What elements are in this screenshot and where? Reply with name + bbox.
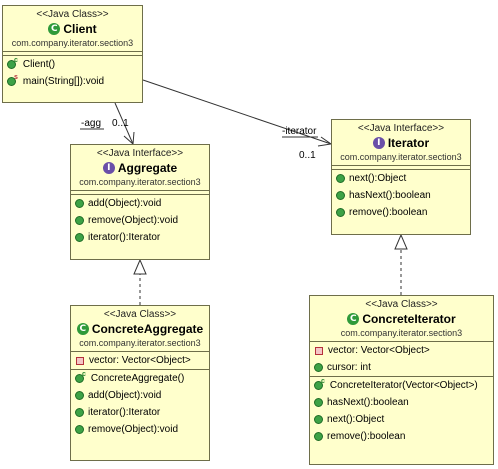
- public-method-icon: [75, 408, 84, 417]
- package-label: com.company.iterator.section3: [79, 338, 201, 348]
- method-item[interactable]: remove(Object):void: [71, 212, 209, 229]
- public-method-icon: [7, 77, 16, 86]
- constructor-marker-icon: c: [14, 57, 18, 64]
- private-field-icon: [315, 346, 323, 355]
- method-item[interactable]: c Client(): [3, 56, 142, 73]
- stereotype-label: <<Java Class>>: [36, 9, 109, 20]
- package-label: com.company.iterator.section3: [79, 177, 201, 187]
- compartment-divider: [3, 51, 142, 52]
- iterator-multiplicity-label: 0..1: [299, 150, 316, 161]
- public-method-icon: [314, 398, 323, 407]
- constructor-marker-icon: c: [321, 378, 325, 385]
- public-method-icon: [336, 208, 345, 217]
- method-item[interactable]: iterator():Iterator: [71, 229, 209, 246]
- constructor-marker-icon: c: [82, 371, 86, 378]
- iterator-role-label: -iterator: [282, 126, 317, 137]
- association-line-agg: [114, 102, 134, 145]
- agg-multiplicity-label: 0..1: [112, 118, 129, 129]
- field-item[interactable]: vector: Vector<Object>: [310, 342, 493, 359]
- stereotype-label: <<Java Interface>>: [96, 148, 184, 159]
- stereotype-label: <<Java Interface>>: [357, 123, 445, 134]
- method-item[interactable]: hasNext():boolean: [310, 394, 493, 411]
- compartment-divider: [71, 351, 209, 352]
- class-badge-icon: C: [347, 313, 360, 325]
- method-item[interactable]: next():Object: [332, 170, 470, 187]
- public-method-icon: [336, 174, 345, 183]
- class-name: ConcreteAggregate: [91, 322, 204, 336]
- class-box-aggregate[interactable]: <<Java Interface>> I Aggregate com.compa…: [70, 144, 210, 260]
- public-method-icon: [75, 216, 84, 225]
- stereotype-label: <<Java Class>>: [103, 309, 177, 320]
- class-header: <<Java Class>> C Client com.company.iter…: [3, 6, 142, 51]
- public-method-icon: [7, 60, 16, 69]
- class-badge-icon: C: [76, 323, 89, 335]
- package-label: com.company.iterator.section3: [340, 152, 462, 162]
- class-box-client[interactable]: <<Java Class>> C Client com.company.iter…: [2, 5, 143, 103]
- class-badge-icon: C: [48, 23, 61, 35]
- method-item[interactable]: next():Object: [310, 411, 493, 428]
- class-header: <<Java Interface>> I Aggregate com.compa…: [71, 145, 209, 190]
- class-name: Aggregate: [117, 161, 178, 175]
- class-box-concrete-aggregate[interactable]: <<Java Class>> C ConcreteAggregate com.c…: [70, 305, 210, 461]
- class-name: Client: [63, 22, 97, 36]
- stereotype-label: <<Java Class>>: [365, 299, 438, 310]
- method-item[interactable]: remove():boolean: [310, 428, 493, 445]
- method-item[interactable]: add(Object):void: [71, 195, 209, 212]
- public-field-icon: [314, 363, 323, 372]
- realization-arrowhead-aggregate: [133, 258, 147, 275]
- method-item[interactable]: s main(String[]):void: [3, 73, 142, 90]
- compartment-divider: [332, 165, 470, 166]
- class-header: <<Java Interface>> I Iterator com.compan…: [332, 120, 470, 165]
- field-item[interactable]: cursor: int: [310, 359, 493, 376]
- agg-role-label: -agg: [81, 118, 102, 129]
- method-item[interactable]: c ConcreteIterator(Vector<Object>): [310, 377, 493, 394]
- compartment-divider: [310, 376, 493, 377]
- public-method-icon: [336, 191, 345, 200]
- class-box-concrete-iterator[interactable]: <<Java Class>> C ConcreteIterator com.co…: [309, 295, 494, 465]
- compartment-divider: [71, 190, 209, 191]
- compartment-divider: [310, 341, 493, 342]
- public-method-icon: [75, 391, 84, 400]
- method-item[interactable]: remove(Object):void: [71, 421, 209, 438]
- method-item[interactable]: hasNext():boolean: [332, 187, 470, 204]
- method-item[interactable]: remove():boolean: [332, 204, 470, 221]
- class-header: <<Java Class>> C ConcreteIterator com.co…: [310, 296, 493, 341]
- method-item[interactable]: c ConcreteAggregate(): [71, 370, 209, 387]
- package-label: com.company.iterator.section3: [11, 38, 134, 48]
- public-method-icon: [75, 199, 84, 208]
- compartment-divider: [71, 369, 209, 370]
- public-method-icon: [314, 432, 323, 441]
- interface-badge-icon: I: [372, 137, 385, 149]
- class-name: Iterator: [387, 136, 430, 150]
- class-box-iterator[interactable]: <<Java Interface>> I Iterator com.compan…: [331, 119, 471, 235]
- public-method-icon: [75, 425, 84, 434]
- static-marker-icon: s: [14, 74, 18, 81]
- public-method-icon: [75, 374, 84, 383]
- association-line-iterator: [142, 79, 332, 145]
- class-name: ConcreteIterator: [362, 312, 456, 326]
- public-method-icon: [314, 415, 323, 424]
- package-label: com.company.iterator.section3: [340, 328, 463, 338]
- realization-arrowhead-iterator: [394, 233, 408, 250]
- compartment-divider: [332, 169, 470, 170]
- compartment-divider: [3, 55, 142, 56]
- public-method-icon: [314, 381, 323, 390]
- interface-badge-icon: I: [102, 162, 115, 174]
- method-item[interactable]: iterator():Iterator: [71, 404, 209, 421]
- field-item[interactable]: vector: Vector<Object>: [71, 352, 209, 369]
- private-field-icon: [76, 356, 84, 365]
- method-item[interactable]: add(Object):void: [71, 387, 209, 404]
- compartment-divider: [71, 194, 209, 195]
- public-method-icon: [75, 233, 84, 242]
- class-header: <<Java Class>> C ConcreteAggregate com.c…: [71, 306, 209, 351]
